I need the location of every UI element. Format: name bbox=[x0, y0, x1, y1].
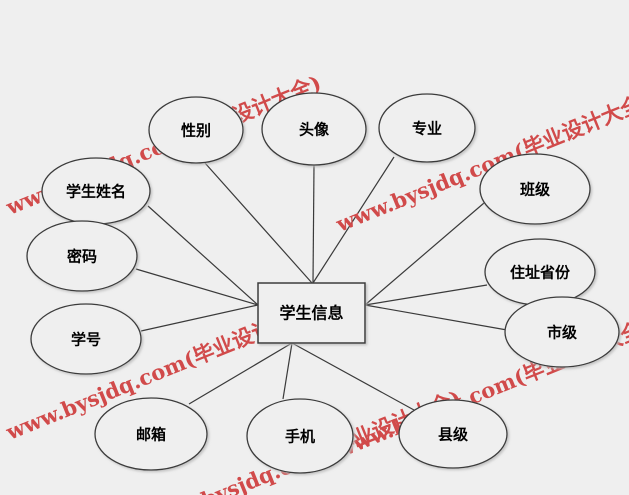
attribute-node-email[interactable]: 邮箱 bbox=[94, 397, 208, 471]
connector-class bbox=[364, 202, 485, 306]
attribute-ellipse bbox=[30, 303, 142, 375]
entity-rectangle bbox=[257, 282, 366, 344]
attribute-label: 专业 bbox=[412, 120, 442, 138]
connector-student-name bbox=[147, 205, 259, 306]
attribute-label: 邮箱 bbox=[136, 426, 166, 444]
attribute-ellipse bbox=[479, 153, 591, 225]
attribute-ellipse bbox=[148, 96, 244, 164]
connector-avatar bbox=[312, 164, 315, 284]
connector-layer bbox=[135, 156, 508, 411]
attribute-ellipse bbox=[246, 398, 354, 474]
connector-email bbox=[188, 342, 293, 405]
connector-address-province bbox=[364, 284, 488, 306]
attribute-node-password[interactable]: 密码 bbox=[26, 220, 138, 292]
attribute-label: 住址省份 bbox=[510, 264, 571, 282]
attribute-node-student-id[interactable]: 学号 bbox=[30, 303, 142, 375]
connector-major bbox=[312, 156, 395, 284]
attribute-ellipse bbox=[504, 296, 620, 368]
attribute-node-class[interactable]: 班级 bbox=[479, 153, 591, 225]
attribute-ellipse bbox=[26, 220, 138, 292]
attribute-node-address-province[interactable]: 住址省份 bbox=[484, 238, 596, 306]
attribute-node-city-level[interactable]: 市级 bbox=[504, 296, 620, 368]
attribute-node-major[interactable]: 专业 bbox=[378, 93, 476, 163]
connector-gender bbox=[204, 162, 313, 284]
connector-city-level bbox=[364, 304, 508, 331]
attribute-node-gender[interactable]: 性别 bbox=[148, 96, 244, 164]
attribute-ellipse bbox=[398, 399, 508, 469]
entity-label: 学生信息 bbox=[279, 304, 343, 323]
attribute-label: 头像 bbox=[299, 121, 330, 139]
attribute-ellipse bbox=[94, 397, 208, 471]
entity-node-student-info[interactable]: 学生信息 bbox=[257, 282, 366, 344]
attribute-label: 手机 bbox=[285, 428, 315, 446]
connector-phone bbox=[282, 342, 293, 400]
attribute-label: 班级 bbox=[520, 181, 551, 199]
connector-student-id bbox=[140, 304, 259, 332]
connector-county-level bbox=[291, 342, 415, 411]
attribute-ellipse bbox=[378, 93, 476, 163]
attribute-node-avatar[interactable]: 头像 bbox=[261, 92, 367, 166]
attribute-label: 密码 bbox=[67, 248, 97, 266]
attribute-label: 学号 bbox=[71, 331, 101, 349]
attribute-ellipse bbox=[261, 92, 367, 166]
attribute-label: 县级 bbox=[438, 426, 469, 444]
attribute-node-phone[interactable]: 手机 bbox=[246, 398, 354, 474]
connector-password bbox=[135, 268, 259, 306]
attribute-label: 性别 bbox=[181, 122, 211, 140]
attribute-node-student-name[interactable]: 学生姓名 bbox=[41, 157, 151, 225]
attribute-label: 学生姓名 bbox=[66, 183, 126, 201]
attribute-label: 市级 bbox=[547, 324, 578, 342]
attribute-node-county-level[interactable]: 县级 bbox=[398, 399, 508, 469]
